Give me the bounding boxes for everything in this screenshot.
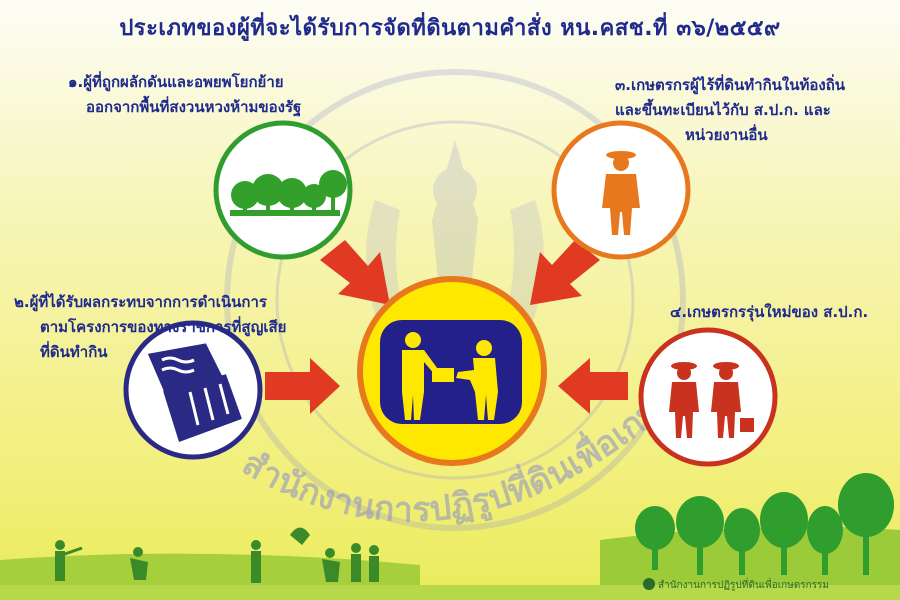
center-circle — [357, 276, 547, 466]
arrow-3 — [530, 240, 600, 305]
category-2-label: ๒.ผู้ที่ได้รับผลกระทบจากการดำเนินการ ตาม… — [14, 293, 287, 361]
category-1-circle — [213, 120, 353, 260]
category-2-circle — [123, 320, 263, 460]
farmers-silhouette — [55, 527, 379, 583]
page-title: ประเภทของผู้ที่จะได้รับการจัดที่ดินตามคำ… — [119, 16, 781, 41]
footer-org-name: สำนักงานการปฏิรูปที่ดินเพื่อเกษตรกรรม — [658, 580, 830, 591]
category-3-label: ๓.เกษตรกรผู้ไร้ที่ดินทำกินในท้องถิ่น และ… — [615, 76, 846, 144]
land-handover-icon — [402, 332, 498, 420]
category-1-label: ๑.ผู้ที่ถูกผลักดันและอพยพโยกย้าย ออกจากพ… — [68, 73, 302, 116]
arrow-2 — [265, 358, 340, 414]
category-3-circle — [551, 120, 691, 260]
forest-icon — [230, 170, 347, 216]
footer-logo-icon — [643, 578, 655, 590]
arrow-4 — [558, 358, 628, 414]
farmer-icon — [602, 151, 640, 235]
young-farmers-icon — [669, 362, 754, 438]
trees-silhouette — [635, 473, 894, 575]
category-4-label: ๔.เกษตรกรรุ่นใหม่ของ ส.ป.ก. — [670, 303, 869, 321]
category-4-circle — [638, 327, 778, 467]
dam-icon — [147, 343, 242, 442]
arrow-1 — [320, 240, 390, 305]
